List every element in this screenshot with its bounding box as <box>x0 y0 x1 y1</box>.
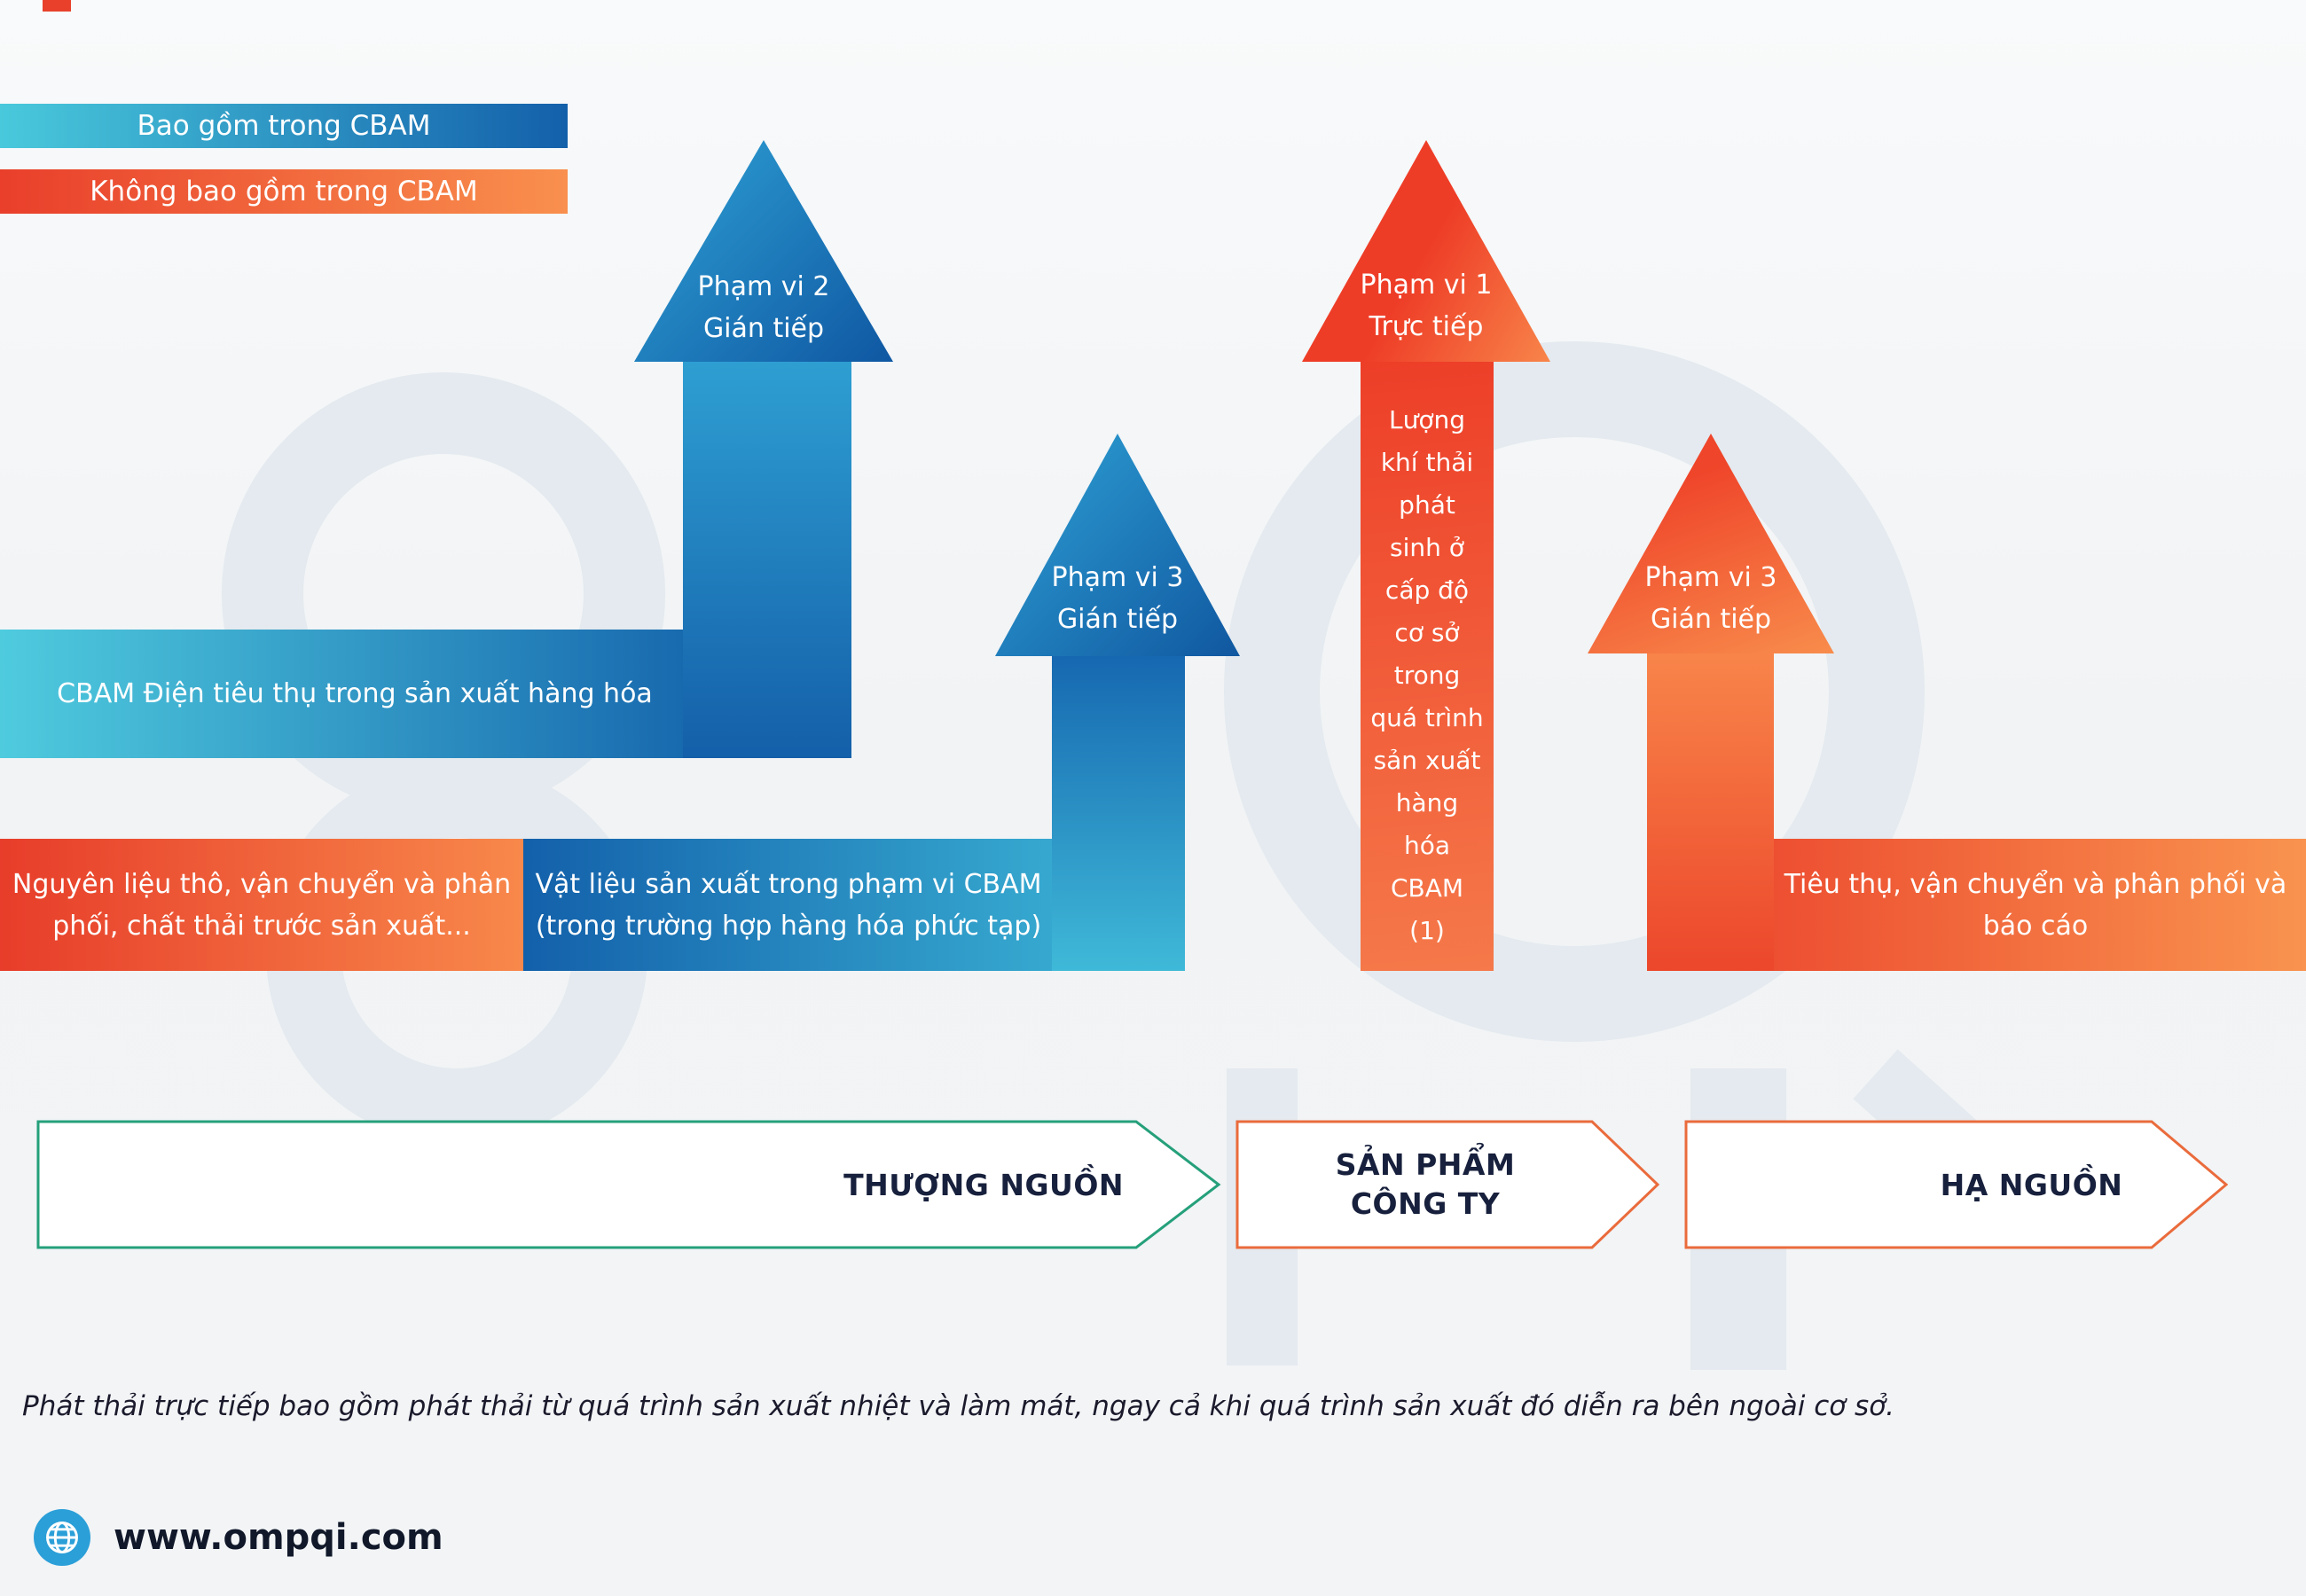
upstream-chevron-shape-icon <box>36 1120 1221 1249</box>
stage-upstream-chevron: THƯỢNG NGUỒN <box>36 1120 1221 1249</box>
stage-downstream-chevron: HẠ NGUỒN <box>1684 1120 2228 1249</box>
excluded-upstream-bar <box>0 839 523 971</box>
footer: www.ompqi.com <box>34 1509 443 1566</box>
scope1-arrow-shaft <box>1361 359 1494 971</box>
scope3-downstream-arrow-shaft <box>1647 652 1774 971</box>
legend-excluded-label: Không bao gồm trong CBAM <box>90 176 478 207</box>
stage-upstream-label: THƯỢNG NGUỒN <box>843 1167 1124 1202</box>
globe-icon <box>34 1509 90 1566</box>
scope2-arrow-shaft <box>683 359 851 758</box>
legend-included-cbam: Bao gồm trong CBAM <box>0 104 568 148</box>
top-edge-red-notch <box>43 0 71 12</box>
scope3-upstream-bar-label: Vật liệu sản xuất trong phạm vi CBAM(tro… <box>535 868 1042 942</box>
product-chevron-shape-icon <box>1235 1120 1659 1249</box>
legend-excluded-cbam: Không bao gồm trong CBAM <box>0 169 568 214</box>
downstream-chevron-shape-icon <box>1684 1120 2228 1249</box>
legend-included-label: Bao gồm trong CBAM <box>137 110 431 142</box>
scope3-upstream-arrow-shaft <box>1052 654 1185 971</box>
footnote-text: Phát thải trực tiếp bao gồm phát thải từ… <box>22 1390 1895 1422</box>
stage-downstream-label: HẠ NGUỒN <box>1940 1167 2123 1202</box>
scope2-bar-label: CBAM Điện tiêu thụ trong sản xuất hàng h… <box>57 678 653 709</box>
website-text: www.ompqi.com <box>114 1517 443 1558</box>
